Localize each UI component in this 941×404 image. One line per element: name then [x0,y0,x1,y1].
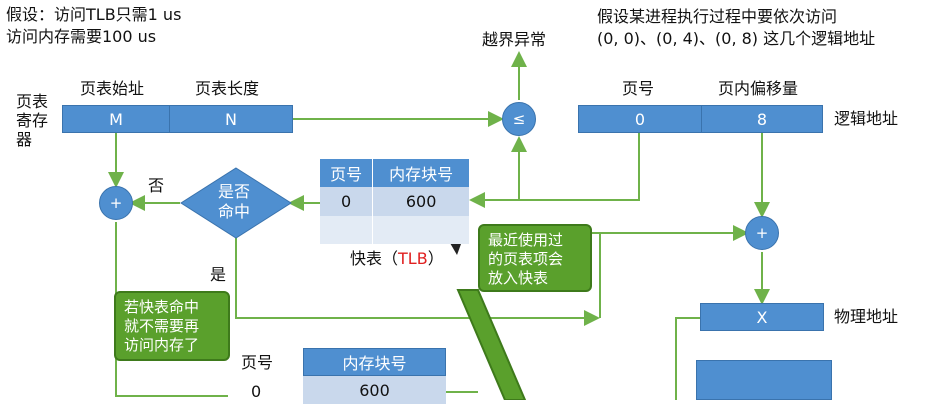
memory-block [696,360,832,400]
hit-decision-text-2: 命中 [218,202,251,221]
tlb-row-2-page [320,216,373,244]
page-number-cell: 0 [578,105,702,133]
address-adder-right: + [745,216,779,250]
tlb-row-2-block [372,216,469,244]
tlb-row-1-page: 0 [341,192,352,211]
logical-address-label: 逻辑地址 [834,109,899,128]
page-table-page-header: 页号 [241,353,274,372]
page-table-length-cell: N [169,105,293,133]
physical-address-cell: X [700,303,824,331]
overflow-exception-label: 越界异常 [482,30,547,49]
physical-address-label: 物理地址 [834,307,899,326]
page-offset-header: 页内偏移量 [718,79,799,98]
tlb-row-1-block: 600 [372,187,469,216]
mem-time-assumption: 访问内存需要100 us [6,27,157,46]
tlb-recent-note: 最近使用过 的页表项会 放入快表 [478,224,592,292]
tlb-caption-highlight: TLB [398,249,428,268]
page-table-block-header: 内存块号 [303,348,446,376]
tlb-caption: 快表（TLB） [350,249,444,268]
scenario-line-2: (0, 0)、(0, 4)、(0, 8) 这几个逻辑地址 [597,29,876,48]
tlb-hit-note: 若快表命中 就不需要再 访问内存了 [114,291,230,361]
tlb-time-assumption: 假设：访问TLB只需1 us [6,5,182,24]
page-table-start-header: 页表始址 [80,79,145,98]
tlb-table: 页号 内存块号 0 600 [320,159,469,244]
address-adder-left: + [99,186,133,220]
hit-label: 是 [210,265,227,284]
tlb-header-page: 页号 [330,165,363,184]
compare-node: ≤ [502,102,536,136]
page-number-header: 页号 [622,79,655,98]
page-table-start-cell: M [62,105,170,133]
page-table-row-page: 0 [251,382,262,401]
page-table-register-label: 页表 寄存 器 [16,92,49,150]
scenario-line-1: 假设某进程执行过程中要依次访问 [597,7,838,26]
page-offset-cell: 8 [701,105,823,133]
page-table-length-header: 页表长度 [195,79,260,98]
hit-decision-diamond [180,167,292,239]
tlb-header-block: 内存块号 [372,159,469,187]
hit-decision-text-1: 是否 [218,182,251,201]
miss-label: 否 [148,176,165,195]
